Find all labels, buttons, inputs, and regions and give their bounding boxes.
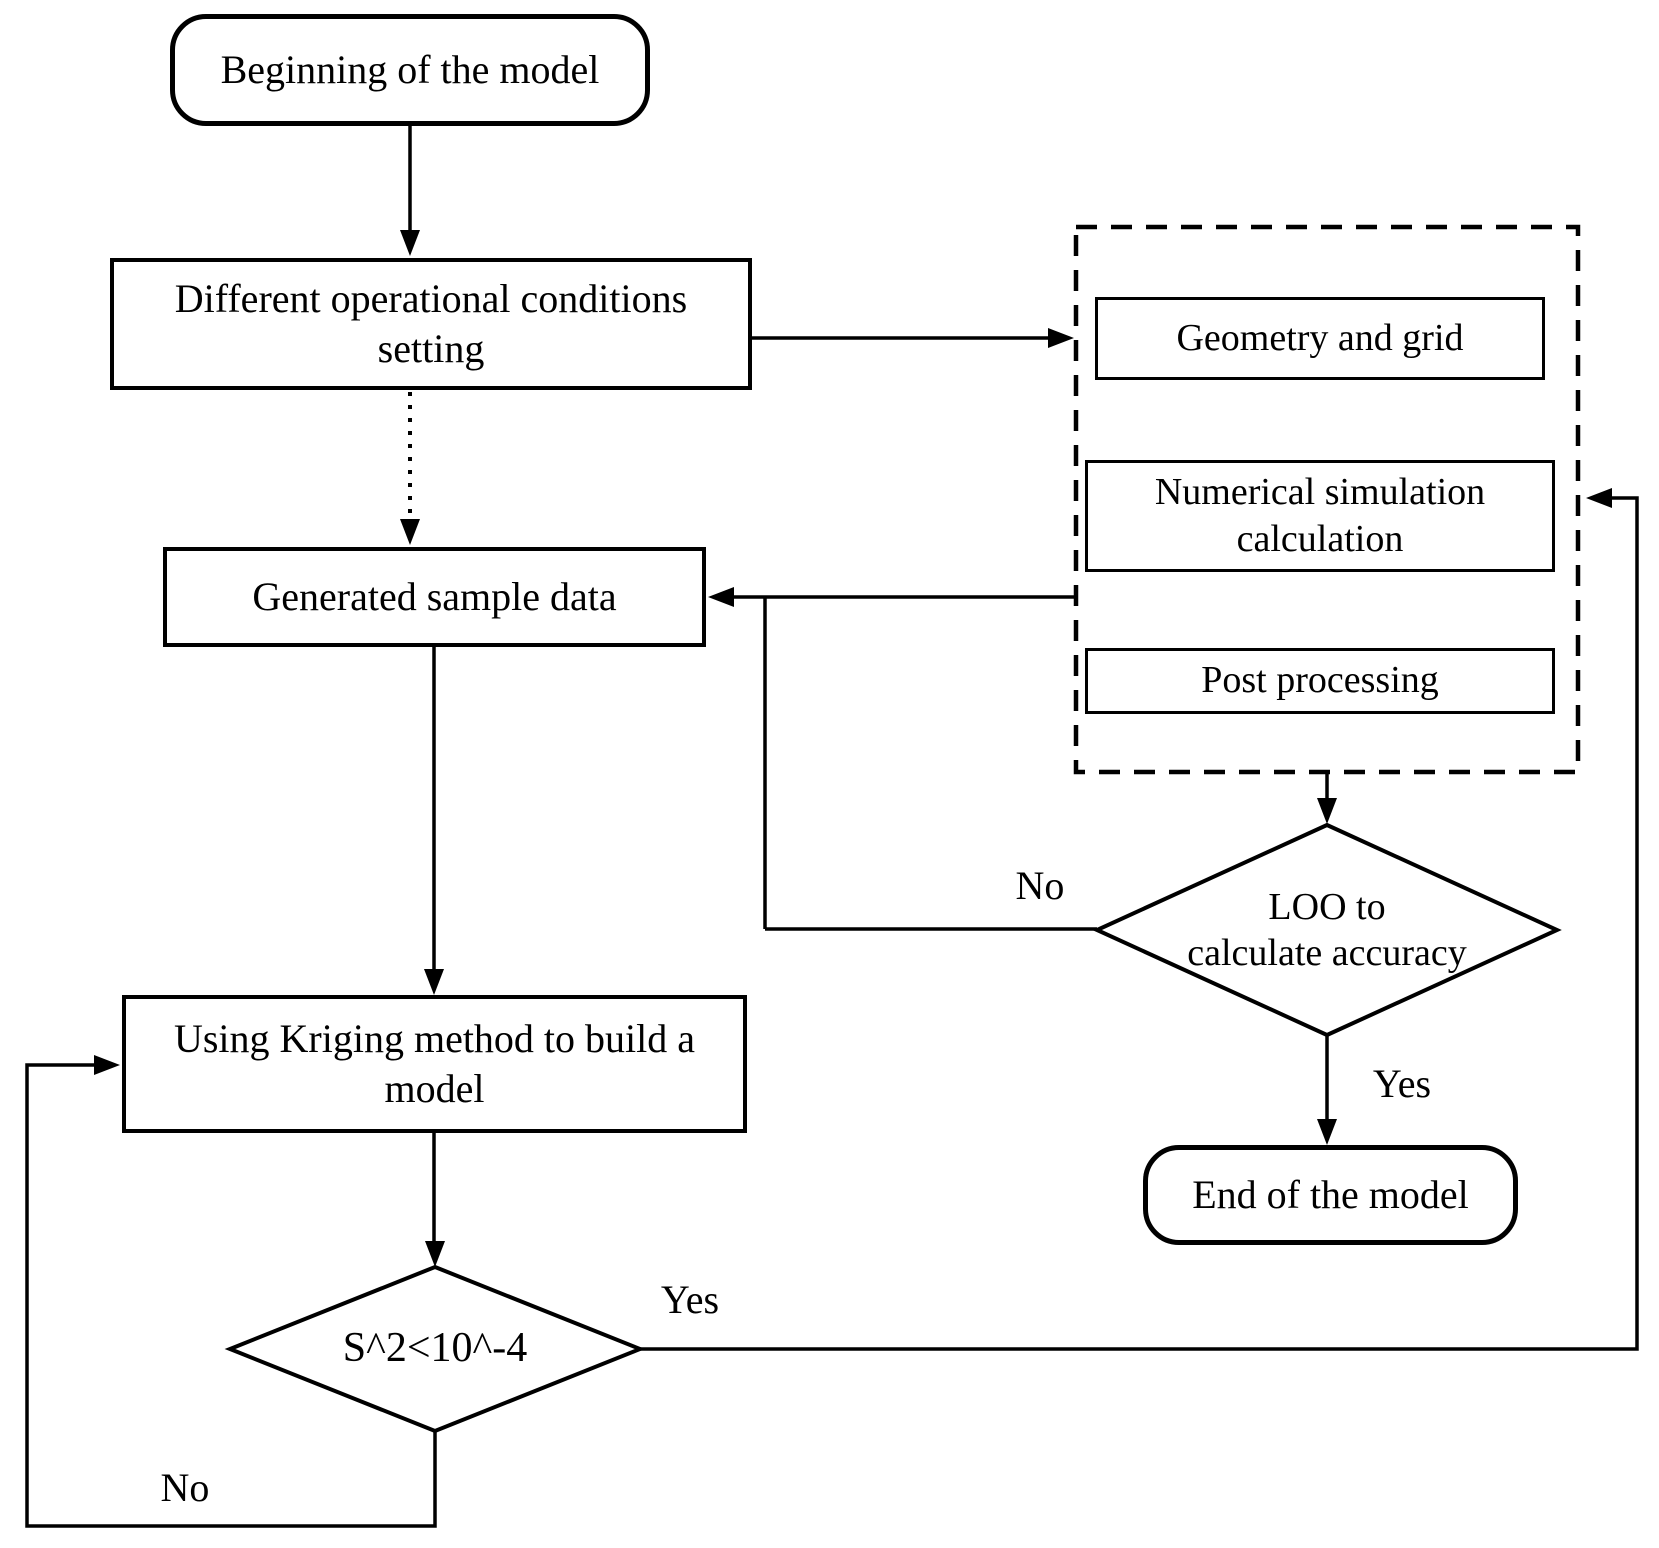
arrowhead-s2-no-kriging (94, 1055, 120, 1075)
node-end-label: End of the model (1192, 1172, 1469, 1218)
arrowhead-simulation-loo (1317, 798, 1337, 824)
node-post-processing: Post processing (1085, 648, 1555, 714)
loo-label-line1: LOO to (1268, 885, 1386, 928)
node-end-of-model: End of the model (1143, 1145, 1518, 1245)
node-kriging-label-line2: model (384, 1066, 485, 1111)
s2-no-label: No (160, 1464, 210, 1510)
loo-label-line2: calculate accuracy (1187, 932, 1467, 974)
node-post-label: Post processing (1201, 659, 1439, 702)
edge-s2-yes-loop (640, 496, 1639, 1351)
arrowhead-loo-end (1317, 1119, 1337, 1145)
node-geometry-and-grid: Geometry and grid (1095, 297, 1545, 380)
loo-decision-label: LOO to calculate accuracy (1147, 868, 1507, 992)
node-conditions-label-line2: setting (377, 326, 485, 371)
node-conditions-label-line1: Different operational conditions (174, 276, 688, 322)
loo-no-label: No (1015, 862, 1065, 908)
s2-decision-label: S^2<10^-4 (255, 1322, 615, 1376)
node-numerical-label-line2: calculation (1236, 518, 1404, 560)
arrowhead-conditions-sample (400, 519, 420, 545)
node-beginning-label: Beginning of the model (220, 47, 600, 93)
node-operational-conditions: Different operational conditions setting (110, 258, 752, 390)
node-numerical-label-line1: Numerical simulation (1154, 470, 1486, 513)
loo-decision-diamond (1092, 822, 1562, 1038)
edge-s2-no-loop (25, 1063, 437, 1528)
node-kriging-model: Using Kriging method to build a model (122, 995, 747, 1133)
arrowhead-kriging-s2 (425, 1241, 445, 1267)
arrowhead-begin-conditions (400, 230, 420, 256)
node-geometry-label: Geometry and grid (1176, 316, 1464, 359)
node-beginning-of-model: Beginning of the model (170, 14, 650, 126)
node-numerical-simulation: Numerical simulation calculation (1085, 460, 1555, 572)
s2-yes-label: Yes (660, 1276, 720, 1322)
s2-label: S^2<10^-4 (342, 1325, 528, 1372)
node-sample-label: Generated sample data (252, 574, 617, 620)
node-kriging-label-line1: Using Kriging method to build a (173, 1016, 696, 1062)
arrowhead-sample-kriging (424, 969, 444, 995)
arrowhead-simulation-sample (708, 587, 734, 607)
arrowhead-s2-yes-numerical (1586, 488, 1612, 508)
arrowhead-conditions-simulation (1048, 328, 1074, 348)
node-generated-sample-data: Generated sample data (163, 547, 706, 647)
s2-decision-diamond (224, 1264, 646, 1434)
loo-yes-label: Yes (1372, 1060, 1432, 1106)
